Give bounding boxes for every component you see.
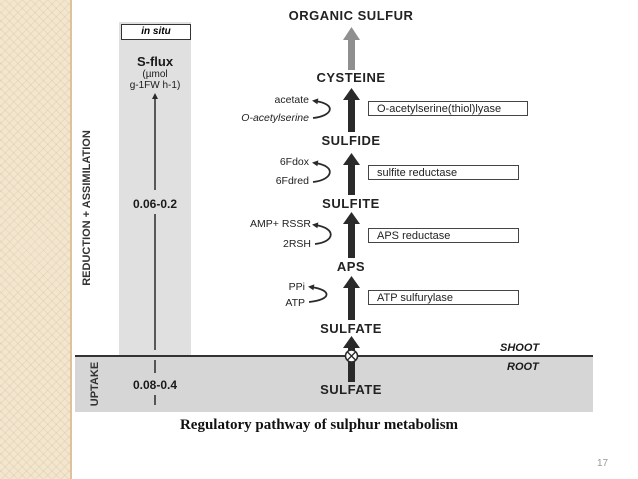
cofactor-atp: ATP <box>285 297 305 309</box>
enzyme-atp-sulfurylase-label: ATP sulfurylase <box>377 292 454 304</box>
in-situ-label: in situ <box>141 26 171 37</box>
root-band <box>75 356 593 412</box>
pathway-arrows <box>152 27 360 405</box>
figure-caption: Regulatory pathway of sulphur metabolism <box>179 417 459 433</box>
enzyme-aps-reductase-label: APS reductase <box>377 230 451 242</box>
cofactor-fd-ox: 6Fdox <box>279 156 309 168</box>
enzyme-sulfite-reductase-label: sulfite reductase <box>377 167 458 179</box>
organic-arrow-shaft <box>348 38 355 70</box>
organic-arrow-head <box>343 27 360 40</box>
metabolite-sulfate-shoot: SULFATE <box>320 321 382 336</box>
decorative-side-band <box>0 0 70 479</box>
cofactor-o-acetylserine: O-acetylserine <box>241 112 309 124</box>
sflux-units-2: g-1FW h-1) <box>129 80 181 91</box>
page-number: 17 <box>597 458 609 469</box>
metabolite-organic-sulfur: ORGANIC SULFUR <box>288 8 414 23</box>
metabolite-aps: APS <box>336 259 366 274</box>
sflux-units-1: (µmol <box>142 69 168 80</box>
metabolite-sulfite: SULFITE <box>322 196 380 211</box>
cofactor-fd-red: 6Fdred <box>275 175 309 187</box>
arrow-sulfide-cysteine-shaft <box>348 98 355 132</box>
arrow-aps-sulfite-head <box>343 212 360 224</box>
shoot-flux-value: 0.06-0.2 <box>121 197 189 211</box>
curve-fd <box>312 160 331 183</box>
arrow-sulfate-aps-shaft <box>348 286 355 320</box>
compartment-shoot: SHOOT <box>500 342 540 354</box>
cofactor-acetate: acetate <box>274 94 309 106</box>
arrow-sulfite-sulfide-shaft <box>348 163 355 195</box>
cofactor-rsh: 2RSH <box>282 238 311 250</box>
curve-atp-ppi <box>308 284 328 303</box>
arrow-sulfide-cysteine-head <box>343 88 360 100</box>
arrow-aps-sulfite-shaft <box>348 222 355 258</box>
enzyme-sulfite-reductase: sulfite reductase <box>368 165 519 180</box>
metabolite-sulfide: SULFIDE <box>321 133 381 148</box>
sulfur-pathway-diagram: in situ S-flux (µmol g-1FW h-1) 0.06-0.2… <box>75 0 593 412</box>
root-flux-value: 0.08-0.4 <box>132 378 178 392</box>
root-shoot-divider <box>75 355 593 357</box>
metabolite-cysteine: CYSTEINE <box>316 70 386 85</box>
arrow-root-shoot-head <box>343 336 360 348</box>
curve-oas-acetate <box>312 98 331 119</box>
sflux-title: S-flux <box>136 54 174 69</box>
cofactor-ppi: PPi <box>288 281 305 293</box>
arrow-sulfate-aps-head <box>343 276 360 288</box>
arrow-sulfite-sulfide-head <box>343 153 360 165</box>
transporter-cross-2 <box>346 351 357 361</box>
metabolite-sulfate-root: SULFATE <box>320 382 382 397</box>
enzyme-oas-thiol-lyase: O-acetylserine(thiol)lyase <box>368 101 528 116</box>
enzyme-atp-sulfurylase: ATP sulfurylase <box>368 290 519 305</box>
arrow-root-shoot-shaft <box>348 346 355 382</box>
in-situ-box: in situ <box>121 24 191 40</box>
compartment-root: ROOT <box>507 361 539 373</box>
cofactor-amp-rssr: AMP+ RSSR <box>250 218 311 230</box>
enzyme-oas-thiol-lyase-label: O-acetylserine(thiol)lyase <box>377 103 502 115</box>
enzyme-aps-reductase: APS reductase <box>368 228 519 243</box>
side-band-rule <box>70 0 72 479</box>
curve-rsh-amp <box>312 222 332 245</box>
